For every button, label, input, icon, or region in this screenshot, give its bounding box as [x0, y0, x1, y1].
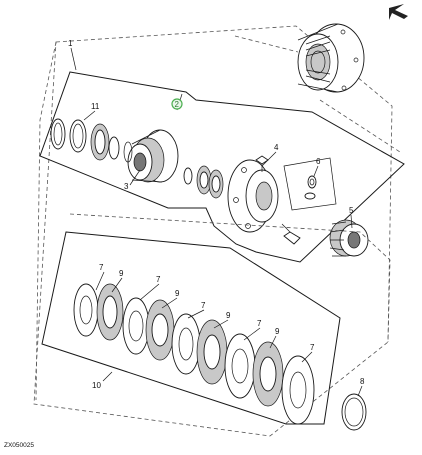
callout-4: 4: [274, 143, 279, 152]
clutch-disc-stack: [73, 283, 315, 425]
callout-5: 5: [349, 206, 354, 215]
flange-carrier-part: [227, 155, 301, 245]
kit-boundary-outline: [39, 71, 405, 263]
callout-7-d: 7: [257, 319, 262, 328]
callout-9-c: 9: [226, 311, 231, 320]
callout-6: 6: [316, 157, 321, 166]
callout-11: 11: [91, 102, 100, 111]
callout-1: 1: [68, 39, 73, 48]
leader-lines: [70, 47, 363, 397]
seal-ring-set-part: [50, 118, 120, 161]
callout-8: 8: [360, 377, 365, 386]
assembly-dashed-outline: [33, 25, 393, 437]
callout-7-b: 7: [156, 275, 161, 284]
direction-arrow-icon: [389, 4, 408, 20]
callout-9-d: 9: [275, 327, 280, 336]
clutch-pack-dashed-outline: [69, 213, 391, 343]
bearing-set-part: [183, 165, 224, 199]
callout-3: 3: [124, 182, 129, 191]
housing-part: [297, 23, 365, 93]
seal-group-box: [283, 157, 337, 211]
callout-10: 10: [92, 381, 101, 390]
callout-2: 2: [175, 100, 180, 109]
figure-code: ZX050025: [4, 442, 34, 449]
clutch-pack-boundary: [41, 231, 341, 425]
callout-9-a: 9: [119, 269, 124, 278]
callout-7-e: 7: [310, 343, 315, 352]
callout-2-highlight: [171, 98, 183, 110]
retaining-ring-set-part: [304, 175, 317, 200]
snap-ring-part: [341, 393, 367, 431]
assembly-dashed-outline-inner: [35, 41, 57, 401]
callout-7-c: 7: [201, 301, 206, 310]
callout-7-a: 7: [99, 263, 104, 272]
housing-leader-line: [234, 35, 401, 153]
piston-hub-part: [123, 129, 179, 183]
splined-gear-part: [329, 219, 369, 257]
callout-9-b: 9: [175, 289, 180, 298]
